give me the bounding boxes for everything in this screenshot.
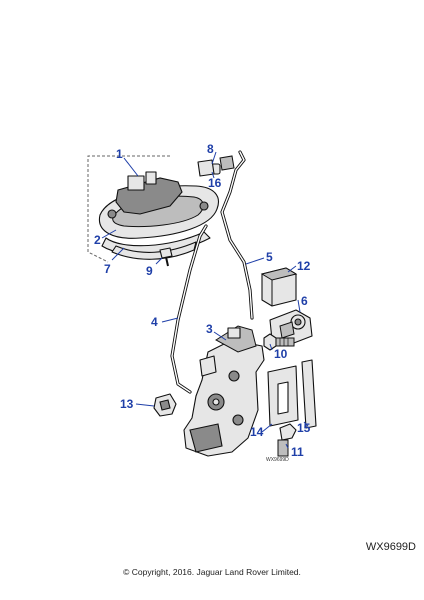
callout-6[interactable]: 6 bbox=[301, 294, 308, 308]
callout-5[interactable]: 5 bbox=[266, 250, 273, 264]
callout-12[interactable]: 12 bbox=[297, 259, 311, 273]
clip-13 bbox=[153, 393, 177, 417]
striker-6 bbox=[269, 309, 313, 347]
callout-1[interactable]: 1 bbox=[116, 147, 123, 161]
latch-motor bbox=[189, 423, 223, 453]
inset-code: WX9699D bbox=[266, 457, 289, 463]
seal-frame-14 bbox=[267, 365, 299, 427]
assembly-bracket bbox=[87, 155, 170, 263]
leader-lines bbox=[101, 151, 309, 449]
handle-spring-box bbox=[127, 175, 145, 191]
callouts: 1 2 3 4 5 6 7 8 9 10 11 12 13 14 15 16 bbox=[94, 142, 311, 459]
copyright-notice: © Copyright, 2016. Jaguar Land Rover Lim… bbox=[123, 567, 301, 577]
strip-15 bbox=[301, 359, 317, 429]
door-handle-assembly bbox=[98, 171, 219, 260]
latch-top-lever bbox=[227, 327, 241, 339]
latch-gear-hub bbox=[212, 398, 220, 406]
callout-9[interactable]: 9 bbox=[146, 264, 153, 278]
clip-16 bbox=[197, 155, 235, 177]
callout-14[interactable]: 14 bbox=[250, 425, 264, 439]
latch-connector bbox=[199, 355, 217, 377]
latch-pivot-lower bbox=[232, 414, 244, 426]
handle-screw-hole-left bbox=[107, 209, 117, 219]
latch-pivot-upper bbox=[228, 370, 240, 382]
callout-4[interactable]: 4 bbox=[151, 315, 158, 329]
callout-15[interactable]: 15 bbox=[297, 421, 311, 435]
callout-16[interactable]: 16 bbox=[208, 176, 222, 190]
handle-pin bbox=[145, 171, 157, 185]
rod-5 bbox=[220, 150, 254, 320]
callout-13[interactable]: 13 bbox=[120, 397, 134, 411]
callout-11[interactable]: 11 bbox=[291, 445, 304, 459]
reference-code: WX9699D bbox=[365, 541, 416, 553]
callout-3[interactable]: 3 bbox=[206, 322, 213, 336]
callout-2[interactable]: 2 bbox=[94, 233, 101, 247]
gasket-rear bbox=[111, 241, 197, 260]
bolt-10 bbox=[263, 333, 295, 351]
latch-assembly bbox=[183, 325, 265, 457]
bracket-12 bbox=[260, 267, 298, 307]
rod-4 bbox=[170, 224, 208, 394]
callout-7[interactable]: 7 bbox=[104, 262, 111, 276]
callout-8[interactable]: 8 bbox=[207, 142, 214, 156]
handle-screw-hole-right bbox=[199, 201, 209, 211]
callout-10[interactable]: 10 bbox=[274, 347, 288, 361]
screw-9 bbox=[159, 247, 173, 267]
